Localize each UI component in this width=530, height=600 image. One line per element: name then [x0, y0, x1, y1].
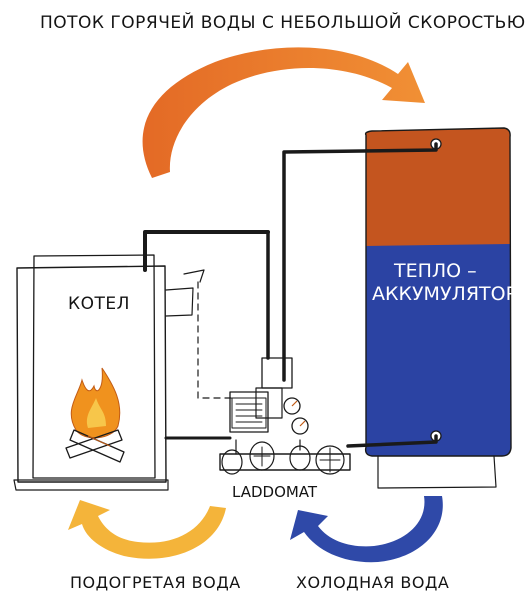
laddomat-valve: LADDOMAT	[219, 357, 351, 501]
hot-flow-arrow	[142, 47, 425, 179]
heat-accumulator-tank: ТЕПЛО – АККУМУЛЯТОР	[364, 127, 517, 489]
control-line	[197, 281, 237, 399]
gauge-icon	[283, 397, 309, 435]
firewood-icon	[65, 429, 125, 463]
accumulator-label-line1: ТЕПЛО –	[393, 260, 477, 282]
boiler-label: КОТЕЛ	[68, 294, 130, 314]
return-pipe	[164, 434, 438, 448]
flame-icon	[70, 367, 121, 439]
cold-water-caption: ХОЛОДНАЯ ВОДА	[296, 573, 449, 592]
accumulator-label-line2: АККУМУЛЯТОР	[372, 283, 517, 305]
warm-water-arrow	[68, 500, 226, 559]
valve-label: LADDOMAT	[232, 483, 318, 501]
hot-supply-pipe	[143, 142, 438, 382]
top-caption: ПОТОК ГОРЯЧЕЙ ВОДЫ С НЕБОЛЬШОЙ СКОРОСТЬЮ	[40, 11, 526, 33]
pump-icon	[231, 397, 267, 429]
boiler: КОТЕЛ	[13, 254, 205, 491]
cold-water-arrow	[290, 496, 443, 563]
warm-water-caption: ПОДОГРЕТАЯ ВОДА	[70, 573, 241, 592]
